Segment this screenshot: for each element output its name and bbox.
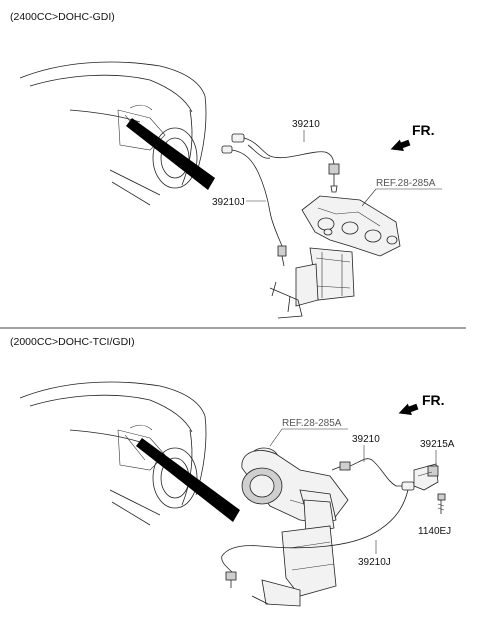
section-2400cc: (2400CC>DOHC-GDI) FR. — [10, 11, 442, 319]
sensor-bracket — [413, 463, 439, 491]
engine-spec-header: (2000CC>DOHC-TCI/GDI) — [10, 336, 135, 348]
front-direction-label: FR. — [412, 122, 435, 138]
exhaust-manifold-converter — [269, 195, 401, 319]
vehicle-outline-illustration — [19, 61, 207, 206]
front-direction-indicator: FR. — [398, 392, 445, 415]
front-arrow-icon — [390, 139, 411, 151]
engine-spec-header: (2400CC>DOHC-GDI) — [10, 11, 115, 23]
part-label-39210j: 39210J — [212, 197, 245, 208]
turbo-exhaust-manifold — [241, 447, 349, 607]
front-direction-label: FR. — [422, 392, 445, 408]
location-pointer — [136, 438, 240, 522]
leader-line — [269, 428, 283, 447]
part-label-39215a: 39215A — [420, 439, 455, 450]
reference-label: REF.28-285A — [282, 418, 342, 429]
oxygen-sensor-downstream — [221, 489, 409, 588]
oxygen-sensor-upstream — [331, 458, 415, 491]
mounting-bolt — [437, 493, 446, 514]
part-label-1140ej: 1140EJ — [418, 526, 451, 537]
part-label-39210: 39210 — [292, 119, 320, 130]
front-direction-indicator: FR. — [390, 122, 435, 151]
part-label-39210: 39210 — [352, 434, 380, 445]
vehicle-outline-illustration — [19, 381, 207, 526]
location-pointer — [126, 118, 215, 190]
oxygen-sensor-upstream — [231, 133, 340, 193]
section-2000cc-tci: (2000CC>DOHC-TCI/GDI) FR. — [10, 336, 455, 607]
leader-line — [361, 188, 377, 207]
front-arrow-icon — [398, 403, 419, 415]
oxygen-sensor-downstream — [221, 145, 287, 267]
part-label-39210j: 39210J — [358, 557, 391, 568]
reference-label: REF.28-285A — [376, 178, 436, 189]
